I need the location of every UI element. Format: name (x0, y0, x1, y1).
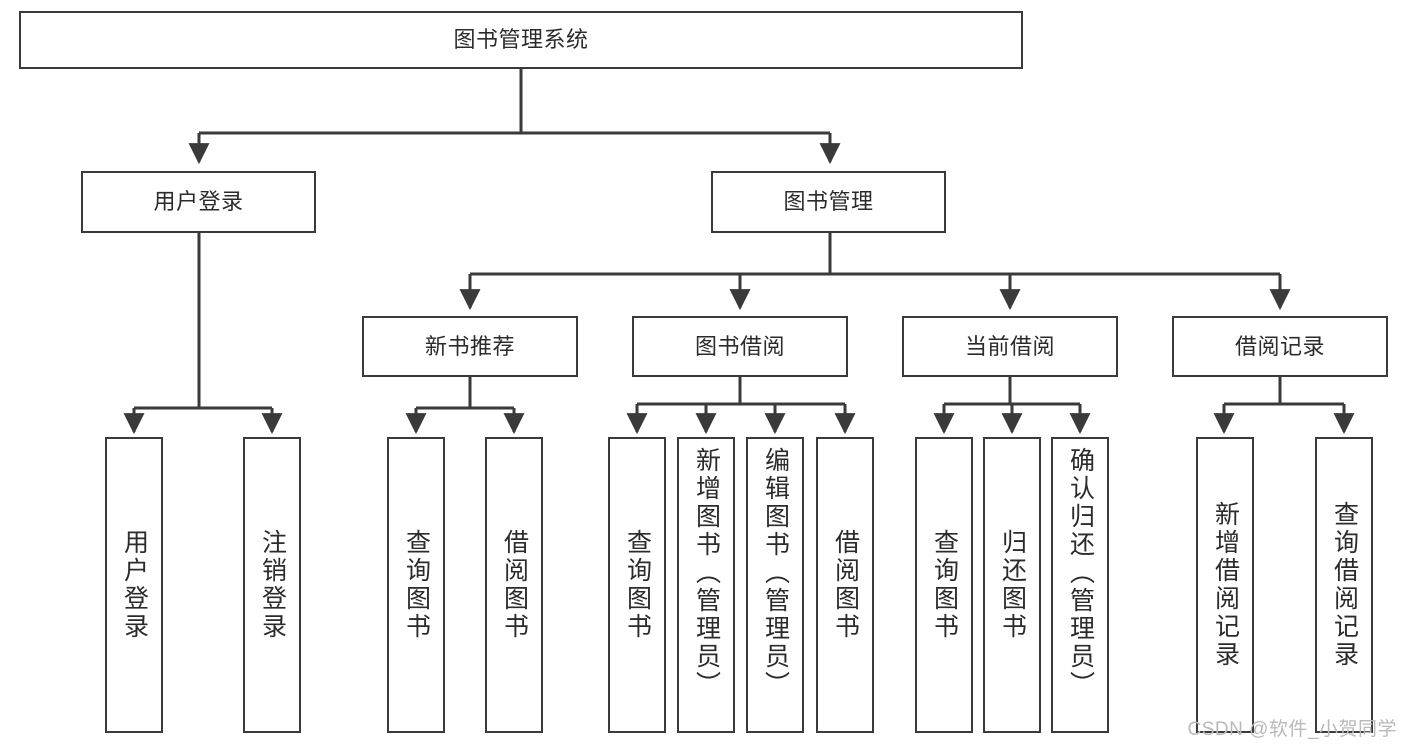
node-label: 新书推荐 (424, 333, 515, 359)
node-label: 注销登录 (258, 529, 287, 641)
leaf-borrow-book-recommendation[interactable]: 借阅图书 (485, 437, 543, 733)
leaf-return-book[interactable]: 归还图书 (983, 437, 1041, 733)
leaf-add-borrow-record[interactable]: 新增借阅记录 (1196, 437, 1254, 733)
leaf-add-book-admin[interactable]: 新增图书（管理员） (677, 437, 735, 733)
node-label: 当前借阅 (964, 333, 1055, 359)
node-label: 查询图书 (402, 529, 431, 641)
node-label: 确认归还（管理员） (1066, 447, 1095, 699)
node-new-book-recommendation[interactable]: 新书推荐 (362, 316, 578, 377)
node-label: 查询图书 (623, 529, 652, 641)
node-label: 新增借阅记录 (1211, 501, 1240, 669)
node-label: 用户登录 (153, 189, 244, 215)
node-label: 图书管理 (783, 189, 874, 215)
leaf-confirm-return-admin[interactable]: 确认归还（管理员） (1051, 437, 1109, 733)
csdn-watermark: CSDN @软件_小贺同学 (1187, 719, 1397, 740)
node-label: 查询图书 (930, 529, 959, 641)
node-label: 归还图书 (998, 529, 1027, 641)
node-label: 编辑图书（管理员） (761, 447, 790, 699)
node-label: 图书借阅 (694, 333, 785, 359)
node-current-borrow[interactable]: 当前借阅 (902, 316, 1118, 377)
node-borrow-record[interactable]: 借阅记录 (1172, 316, 1388, 377)
node-user-login[interactable]: 用户登录 (81, 171, 316, 233)
leaf-borrow-book-borrow[interactable]: 借阅图书 (816, 437, 874, 733)
node-book-management[interactable]: 图书管理 (711, 171, 946, 233)
node-label: 借阅图书 (500, 529, 529, 641)
leaf-query-book-borrow[interactable]: 查询图书 (608, 437, 666, 733)
node-label: 借阅图书 (831, 529, 860, 641)
leaf-edit-book-admin[interactable]: 编辑图书（管理员） (746, 437, 804, 733)
node-root-book-management-system[interactable]: 图书管理系统 (19, 11, 1023, 69)
node-book-borrow[interactable]: 图书借阅 (632, 316, 848, 377)
node-label: 查询借阅记录 (1330, 501, 1359, 669)
leaf-user-login[interactable]: 用户登录 (105, 437, 163, 733)
node-label: 图书管理系统 (453, 27, 589, 53)
leaf-user-logout[interactable]: 注销登录 (243, 437, 301, 733)
leaf-query-borrow-record[interactable]: 查询借阅记录 (1315, 437, 1373, 733)
leaf-query-book-current[interactable]: 查询图书 (915, 437, 973, 733)
node-label: 借阅记录 (1234, 333, 1325, 359)
node-label: 用户登录 (120, 529, 149, 641)
leaf-query-book-recommendation[interactable]: 查询图书 (387, 437, 445, 733)
node-label: 新增图书（管理员） (692, 447, 721, 699)
